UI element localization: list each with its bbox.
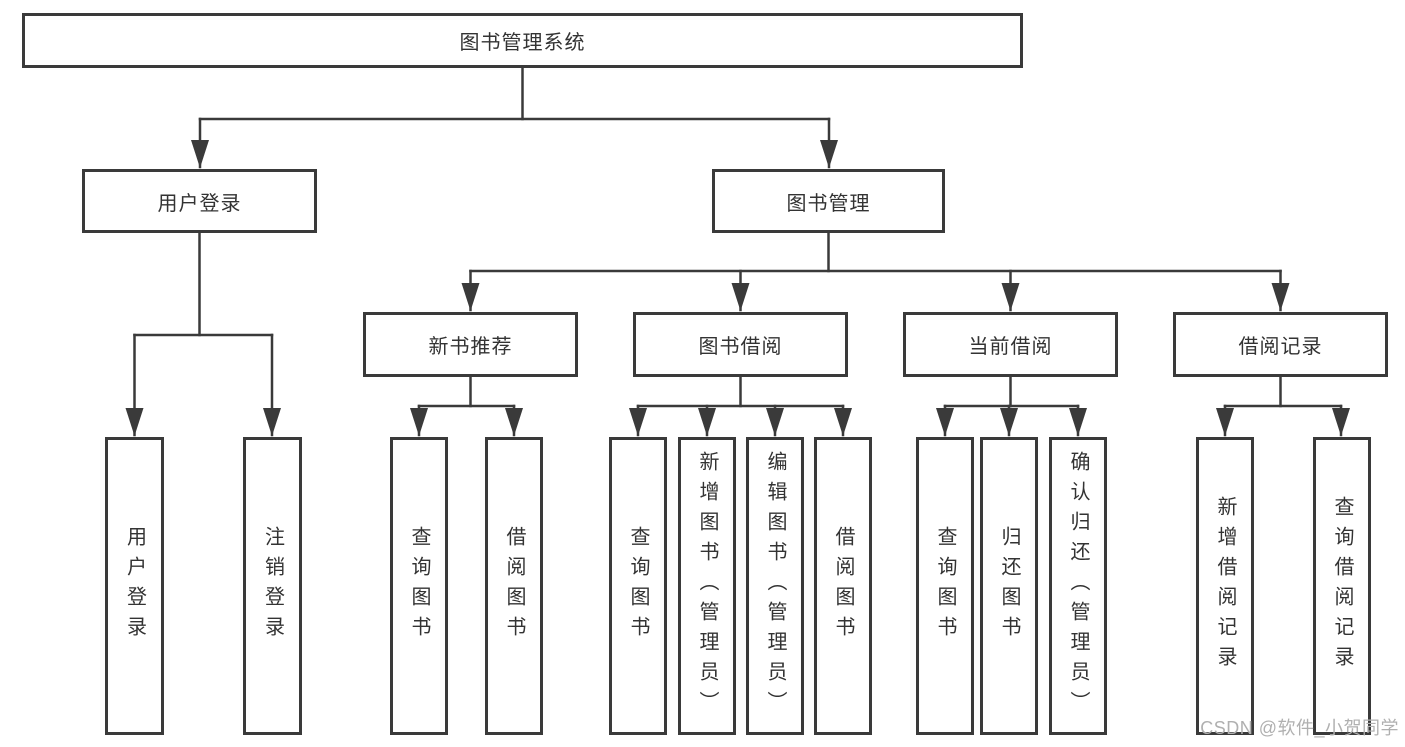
- leaf-borrow-borrow-book-label: 借阅图书: [832, 526, 854, 646]
- node-book-management: 图书管理: [712, 169, 945, 233]
- leaf-query-borrow-record-label: 查询借阅记录: [1331, 496, 1353, 676]
- leaf-confirm-return-admin-label: 确认归还（管理员）: [1067, 451, 1089, 721]
- leaf-add-borrow-record: 新增借阅记录: [1196, 437, 1254, 735]
- leaf-user-login-label: 用户登录: [123, 526, 146, 646]
- node-new-book-recommend: 新书推荐: [363, 312, 578, 377]
- node-borrow-records: 借阅记录: [1173, 312, 1388, 377]
- node-root: 图书管理系统: [22, 13, 1023, 68]
- leaf-borrow-query-book-label: 查询图书: [627, 526, 649, 646]
- leaf-edit-book-admin: 编辑图书（管理员）: [746, 437, 804, 735]
- leaf-recommend-query-book-label: 查询图书: [408, 526, 430, 646]
- node-book-borrow: 图书借阅: [633, 312, 848, 377]
- leaf-recommend-borrow-book: 借阅图书: [485, 437, 543, 735]
- node-book-borrow-label: 图书借阅: [698, 336, 783, 358]
- leaf-recommend-query-book: 查询图书: [390, 437, 448, 735]
- node-user-login-label: 用户登录: [157, 192, 242, 215]
- leaf-confirm-return-admin: 确认归还（管理员）: [1049, 437, 1107, 735]
- leaf-current-query-book: 查询图书: [916, 437, 974, 735]
- leaf-user-login: 用户登录: [105, 437, 164, 735]
- leaf-query-borrow-record: 查询借阅记录: [1313, 437, 1371, 735]
- leaf-add-book-admin-label: 新增图书（管理员）: [696, 451, 718, 721]
- leaf-recommend-borrow-book-label: 借阅图书: [503, 526, 525, 646]
- leaf-borrow-query-book: 查询图书: [609, 437, 667, 735]
- watermark: CSDN @软件_小贺同学: [1200, 718, 1399, 738]
- leaf-logout-label: 注销登录: [261, 526, 284, 646]
- leaf-return-book: 归还图书: [980, 437, 1038, 735]
- node-current-borrow: 当前借阅: [903, 312, 1118, 377]
- leaf-edit-book-admin-label: 编辑图书（管理员）: [764, 451, 786, 721]
- node-user-login: 用户登录: [82, 169, 317, 233]
- leaf-add-book-admin: 新增图书（管理员）: [678, 437, 736, 735]
- leaf-current-query-book-label: 查询图书: [934, 526, 956, 646]
- leaf-return-book-label: 归还图书: [998, 526, 1020, 646]
- leaf-borrow-borrow-book: 借阅图书: [814, 437, 872, 735]
- node-book-management-label: 图书管理: [786, 192, 871, 215]
- leaf-logout: 注销登录: [243, 437, 302, 735]
- node-borrow-records-label: 借阅记录: [1238, 336, 1323, 358]
- node-new-book-recommend-label: 新书推荐: [428, 336, 513, 358]
- leaf-add-borrow-record-label: 新增借阅记录: [1214, 496, 1236, 676]
- node-root-label: 图书管理系统: [459, 32, 586, 54]
- node-current-borrow-label: 当前借阅: [968, 336, 1053, 358]
